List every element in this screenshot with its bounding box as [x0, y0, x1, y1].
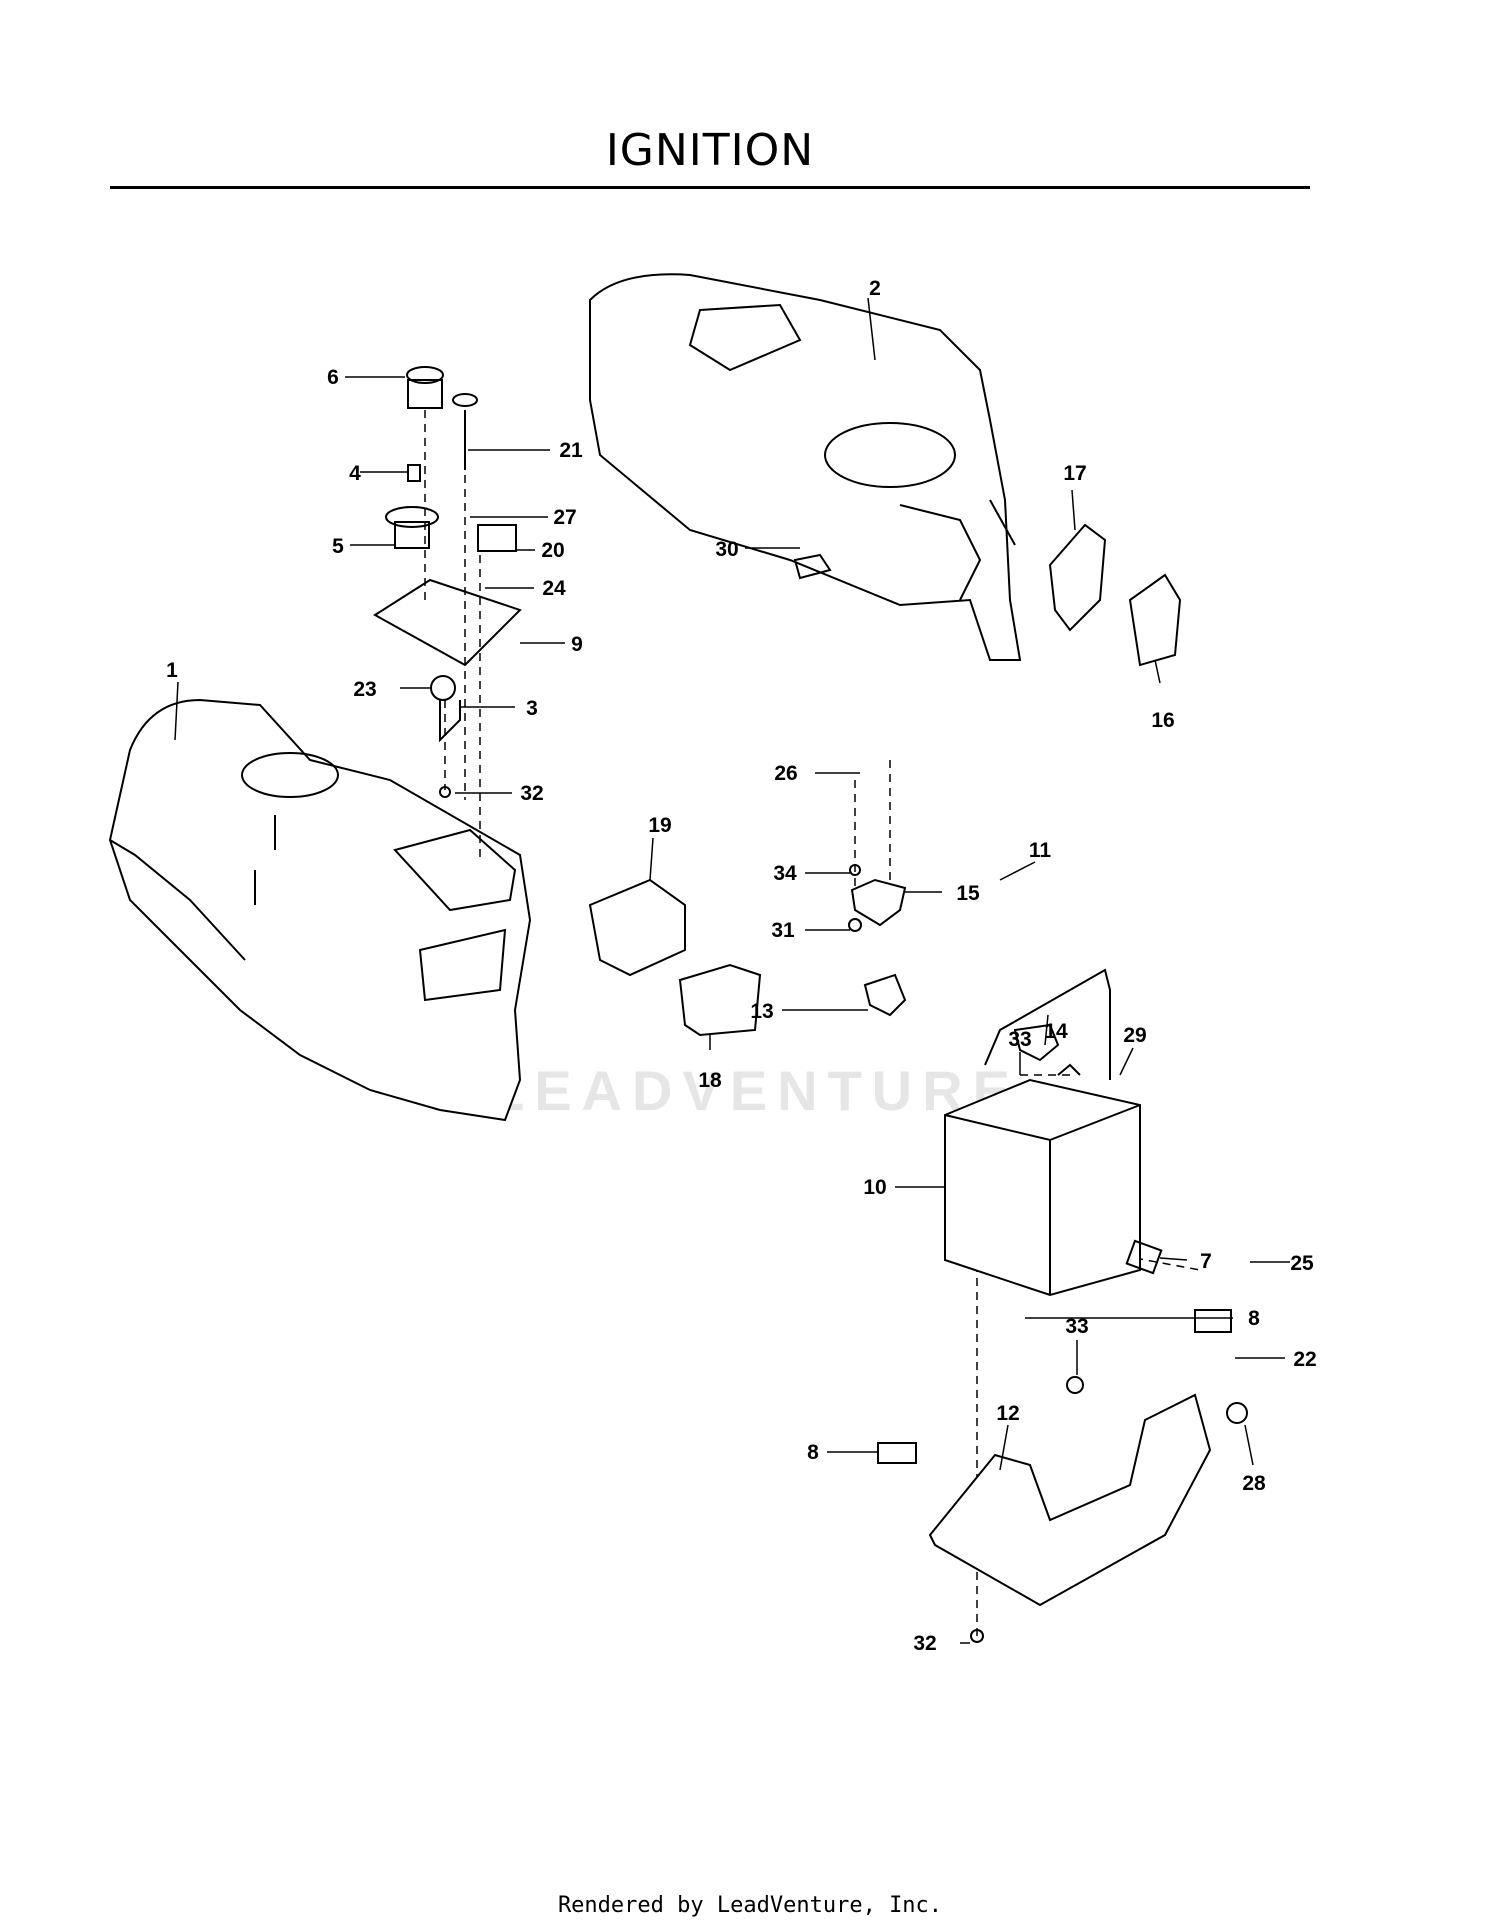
title-rule	[110, 186, 1310, 189]
part-29-bolt	[1057, 1063, 1081, 1076]
callout-2: 2	[869, 277, 881, 300]
part-12-tray	[928, 1393, 1212, 1607]
part-28-plug	[1226, 1402, 1248, 1424]
part-34-washer	[849, 864, 861, 876]
callout-34: 34	[773, 862, 797, 885]
callout-1: 1	[166, 659, 178, 682]
callout-26: 26	[774, 762, 797, 785]
part-8-switch-left	[877, 1442, 917, 1464]
callout-25: 25	[1290, 1252, 1314, 1275]
part-23-ball	[430, 675, 456, 701]
callout-16: 16	[1151, 709, 1174, 732]
callout-29: 29	[1123, 1024, 1146, 1047]
callout-7: 7	[1200, 1250, 1212, 1273]
callout-5: 5	[332, 535, 344, 558]
watermark: LEADVENTURE	[490, 1059, 1021, 1122]
part-18-cover	[678, 963, 762, 1037]
callout-15: 15	[956, 882, 980, 905]
part-6-switch	[406, 366, 444, 409]
callout-8-left: 8	[807, 1441, 819, 1464]
part-2-right-console	[589, 273, 1022, 661]
callout-13: 13	[750, 1000, 773, 1023]
part-32-nut-top	[439, 786, 451, 798]
part-10-battery	[944, 1078, 1141, 1297]
callout-12: 12	[996, 1402, 1019, 1425]
callout-14: 14	[1044, 1020, 1068, 1043]
part-31-nut	[848, 918, 862, 932]
callout-17: 17	[1063, 462, 1086, 485]
callout-27: 27	[553, 506, 576, 529]
callout-30: 30	[715, 538, 738, 561]
callout-8-right: 8	[1248, 1307, 1260, 1330]
callout-20: 20	[541, 539, 564, 562]
callout-33-upper: 33	[1008, 1028, 1031, 1051]
part-11-cable	[984, 968, 1111, 1080]
part-9-plate	[373, 578, 522, 667]
callout-22: 22	[1293, 1348, 1316, 1371]
page-title: IGNITION	[605, 125, 815, 176]
callout-4: 4	[349, 462, 361, 485]
part-16-cover	[1128, 573, 1182, 667]
callout-19: 19	[648, 814, 671, 837]
part-4-key	[407, 464, 421, 482]
part-30-clip	[793, 553, 832, 580]
part-32-nut-bottom	[970, 1629, 984, 1643]
part-19-cover	[588, 878, 686, 977]
callout-21: 21	[559, 439, 583, 462]
part-33-nut-lower	[1066, 1376, 1084, 1394]
callout-9: 9	[571, 633, 583, 656]
part-15-solenoid	[850, 878, 907, 927]
part-5-ignition-switch	[385, 506, 439, 549]
footer-credit: Rendered by LeadVenture, Inc.	[557, 1893, 943, 1918]
part-20-rocker	[477, 524, 517, 552]
part-17-trim	[1048, 523, 1107, 632]
part-21-knob	[452, 393, 478, 470]
callout-32-top: 32	[520, 782, 543, 805]
part-1-left-console	[108, 698, 532, 1122]
callout-23: 23	[353, 678, 376, 701]
callout-10: 10	[863, 1176, 886, 1199]
part-7-relay	[1125, 1239, 1163, 1275]
callout-24: 24	[542, 577, 566, 600]
callout-28: 28	[1242, 1472, 1266, 1495]
callout-3: 3	[526, 697, 538, 720]
callout-31: 31	[771, 919, 795, 942]
callout-11: 11	[1029, 839, 1052, 862]
part-14-boot	[1013, 1023, 1060, 1062]
callout-6: 6	[327, 366, 339, 389]
callout-32-bottom: 32	[913, 1632, 936, 1655]
part-13-boot	[863, 973, 907, 1017]
callout-33-lower: 33	[1065, 1315, 1088, 1338]
part-8-switch-right	[1194, 1309, 1232, 1333]
part-3-bracket	[439, 700, 461, 743]
callout-18: 18	[698, 1069, 722, 1092]
